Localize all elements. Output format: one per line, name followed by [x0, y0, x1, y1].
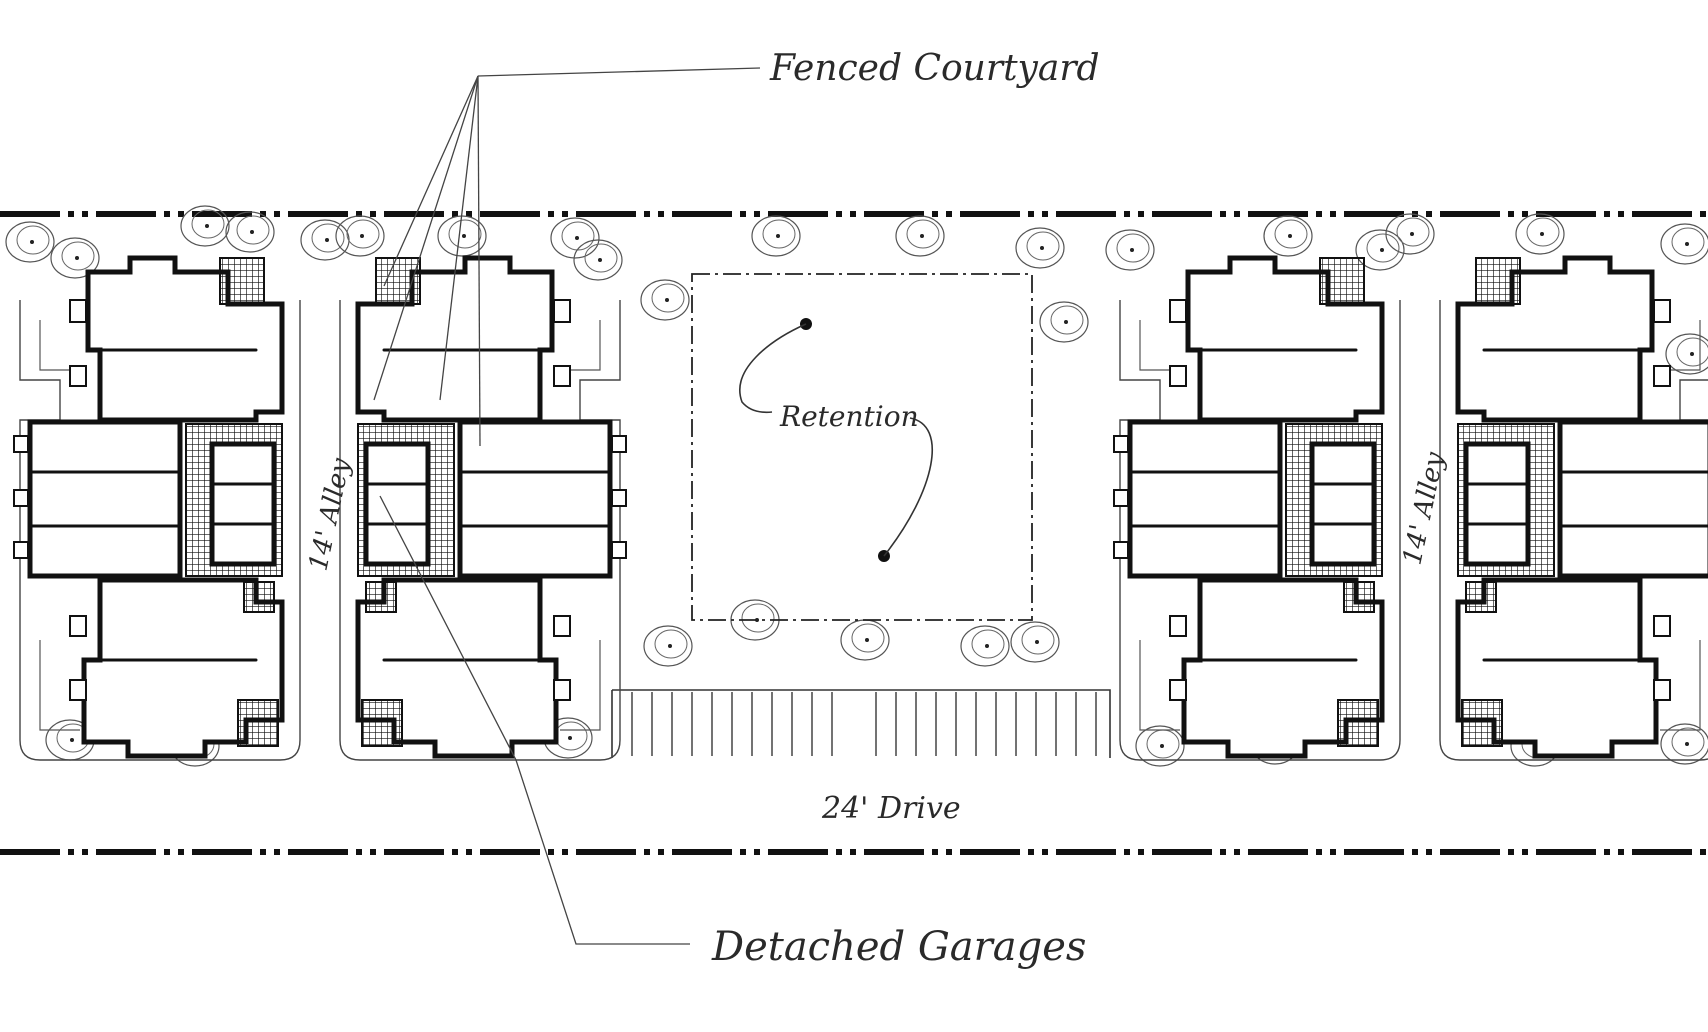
- label-fenced-courtyard: Fenced Courtyard: [769, 48, 1100, 89]
- label-detached-garages: Detached Garages: [711, 924, 1086, 970]
- building-cluster-4: [1440, 258, 1708, 760]
- building-cluster: [13, 255, 301, 761]
- parking-stalls: [611, 689, 1111, 758]
- property-lines: [0, 211, 1708, 855]
- label-alley-right: 14' Alley: [1398, 449, 1451, 567]
- building-cluster-3: [1114, 258, 1400, 760]
- retention-basin: [691, 273, 1033, 621]
- label-alley-left: 14' Alley: [304, 455, 357, 573]
- label-drive: 24' Drive: [821, 791, 961, 826]
- building-cluster-2: [340, 258, 626, 760]
- leader-lines: [373, 67, 761, 945]
- label-retention: Retention: [779, 400, 919, 433]
